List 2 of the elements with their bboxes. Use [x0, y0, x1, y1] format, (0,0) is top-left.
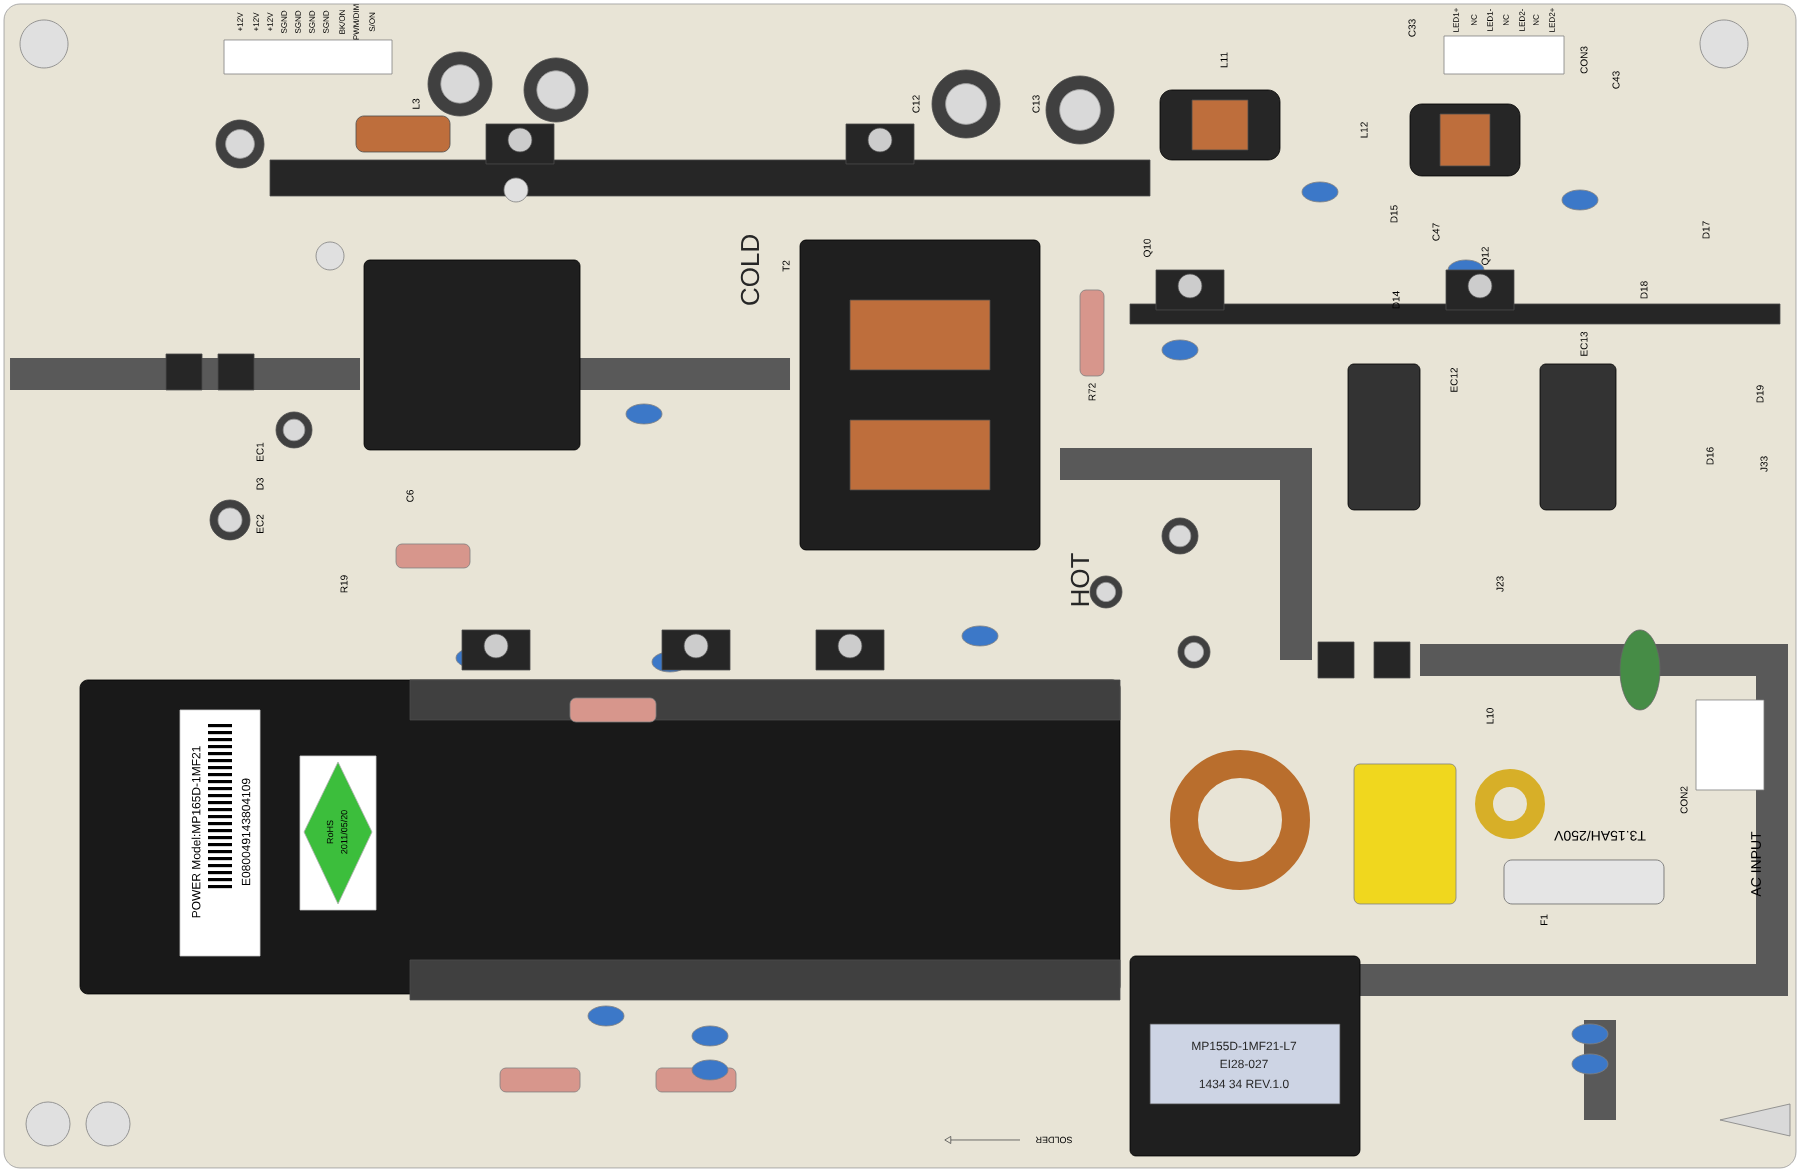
board-marking: COLD — [740, 235, 760, 305]
board-marking: HOT — [1070, 553, 1090, 606]
